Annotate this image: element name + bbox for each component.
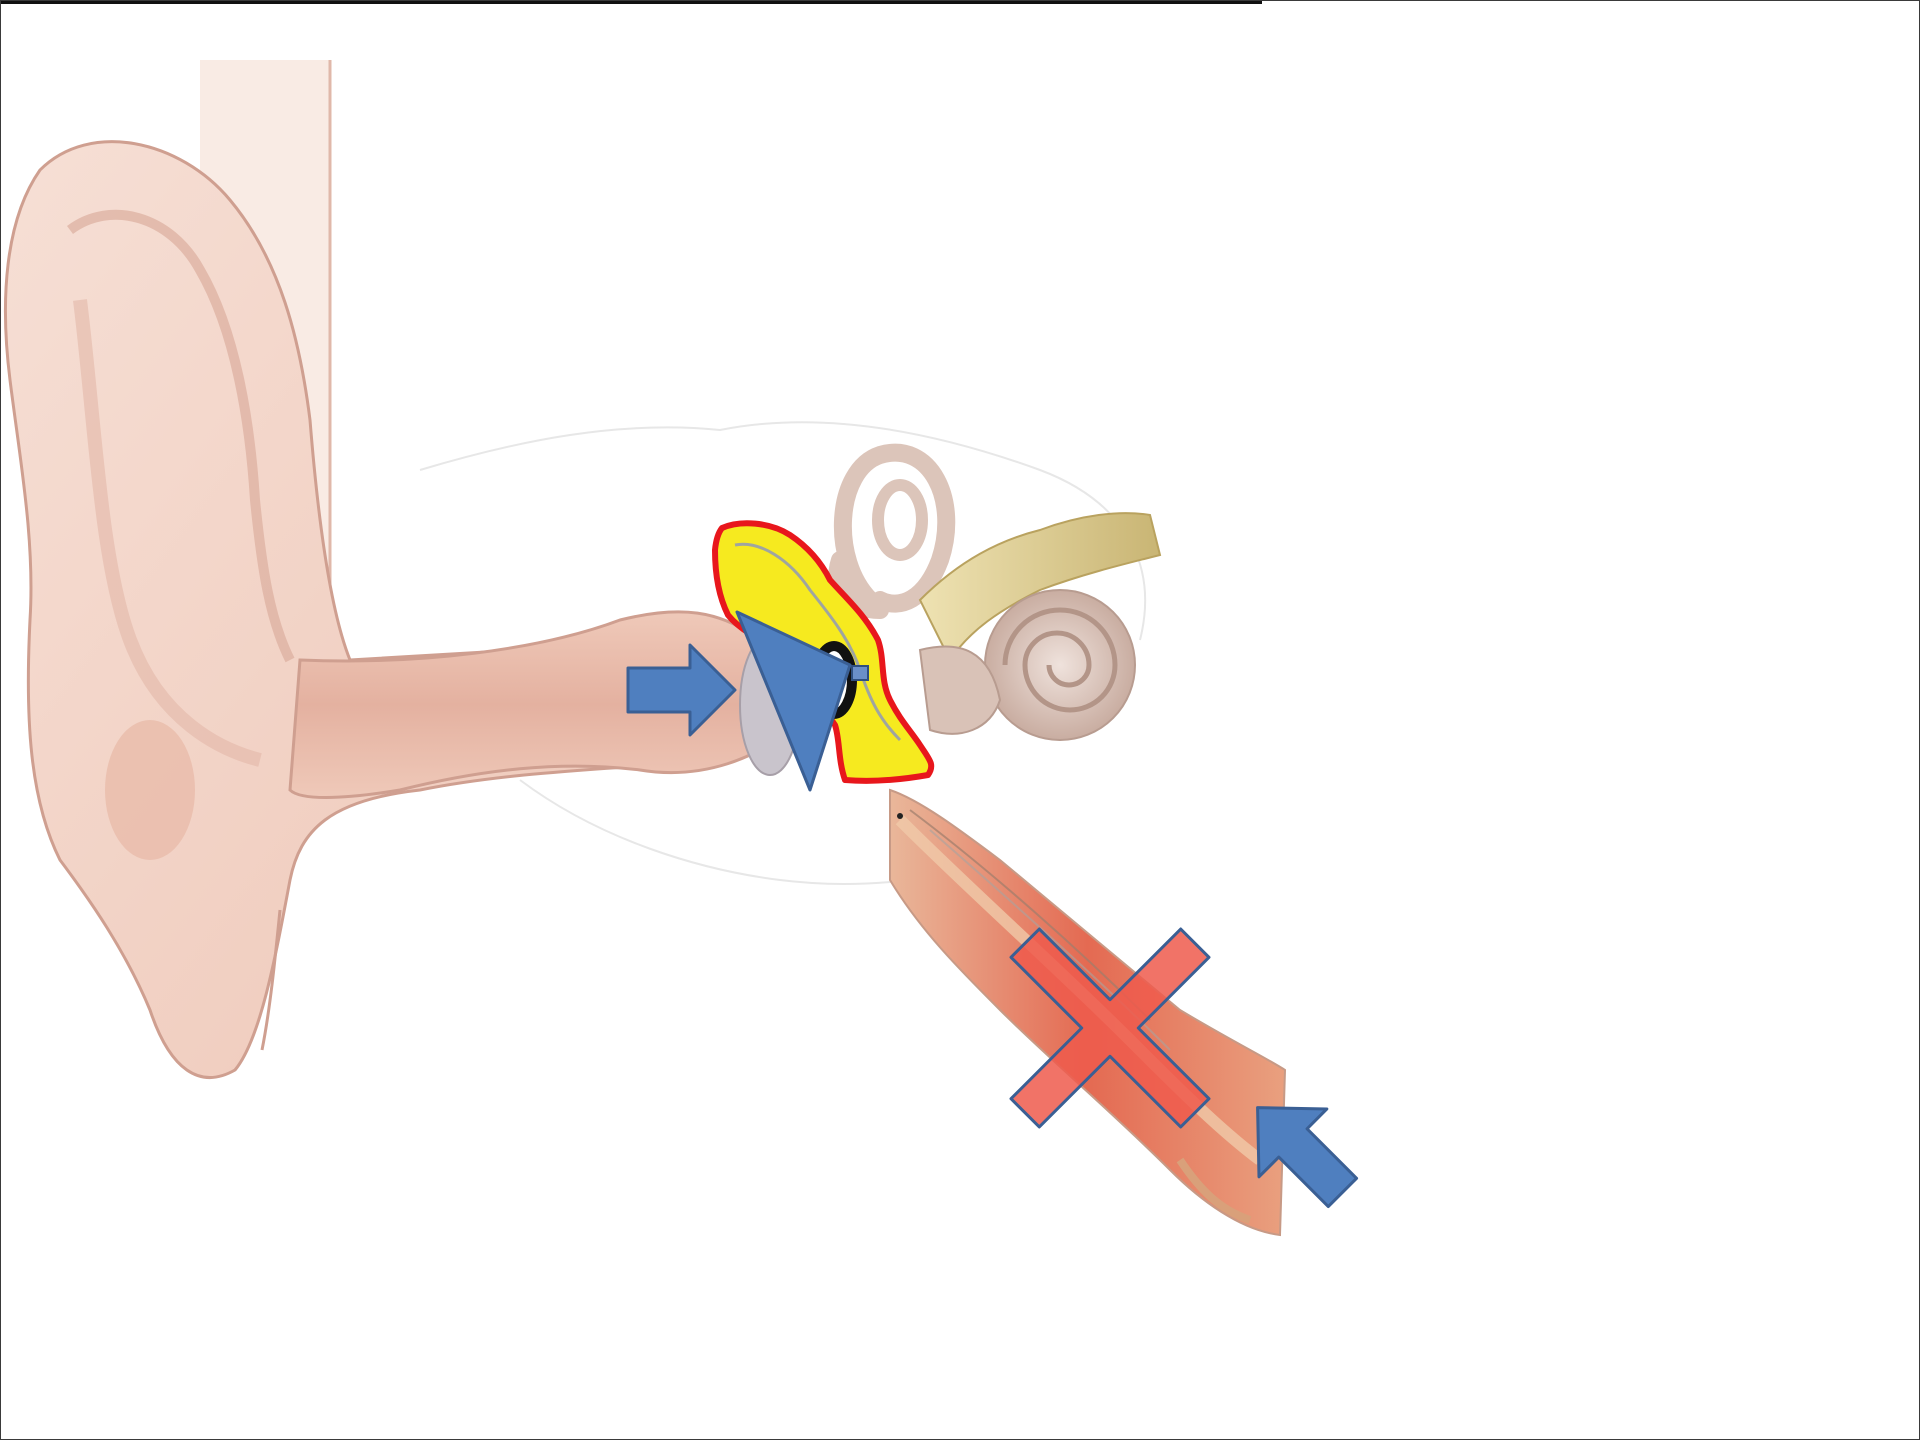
- semicircular-canals: [837, 453, 946, 610]
- outer-ear: [5, 142, 700, 1078]
